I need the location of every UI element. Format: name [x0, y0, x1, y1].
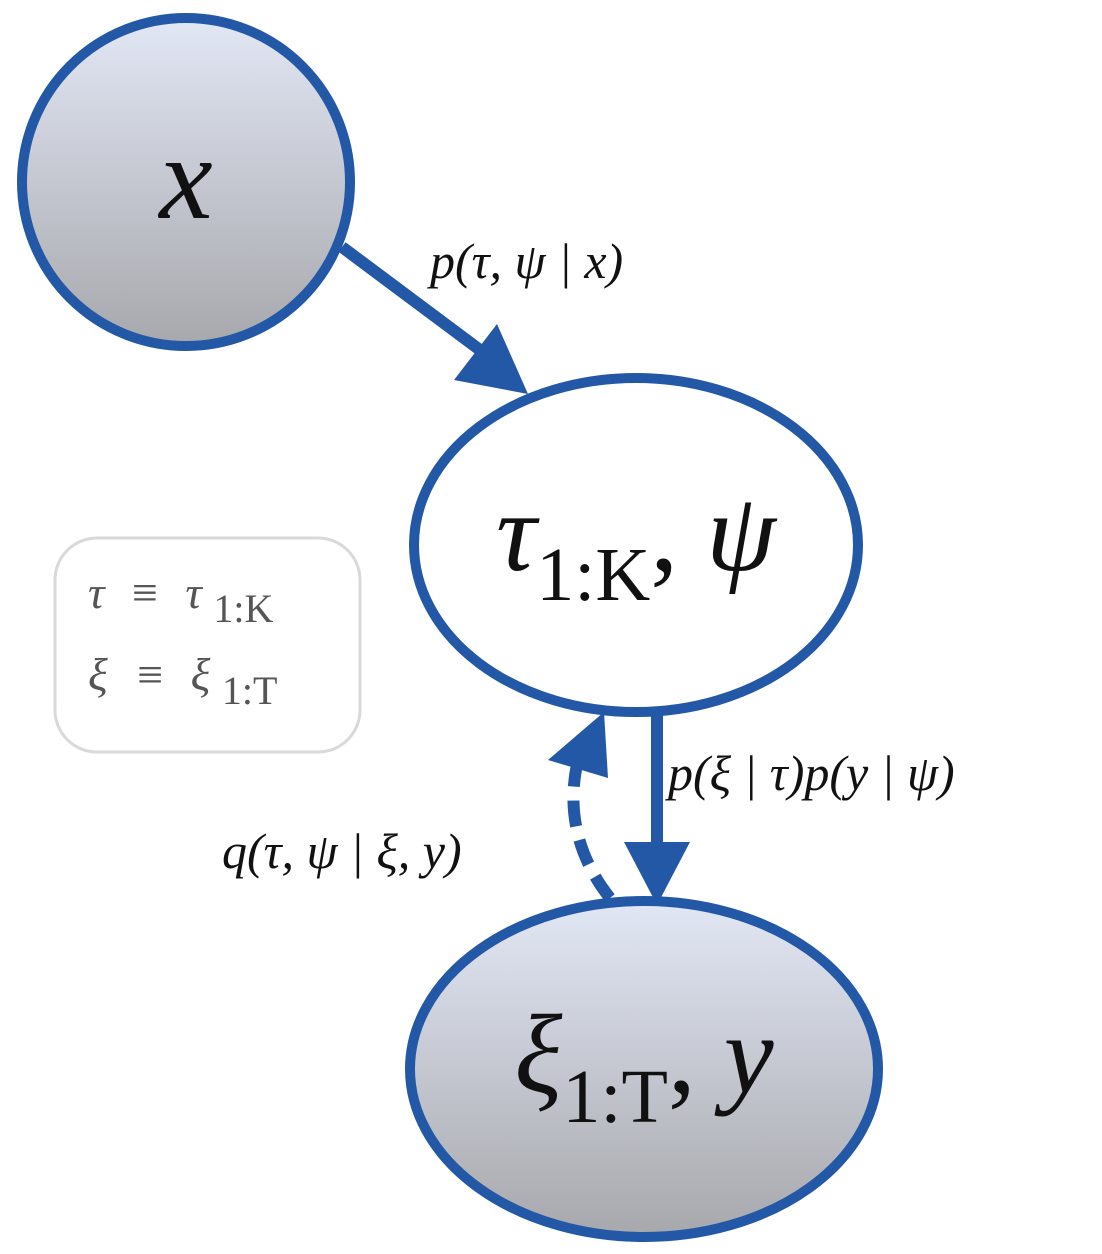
- edge-inference: q(τ, ψ | ξ, y): [222, 712, 615, 902]
- edge-likelihood: p(ξ | τ)p(y | ψ): [624, 714, 955, 905]
- node-x-circle: [17, 13, 355, 351]
- node-data-ellipse: [405, 896, 883, 1242]
- edge-inference-label: q(τ, ψ | ξ, y): [222, 823, 462, 879]
- edge-inference-arrowhead: [548, 712, 608, 778]
- legend-border: [53, 536, 362, 754]
- node-latent-ellipse: [409, 373, 863, 717]
- edge-prior: p(τ, ψ | x): [338, 233, 623, 394]
- edge-prior-line: [338, 242, 484, 355]
- edge-likelihood-label: p(ξ | τ)p(y | ψ): [665, 745, 955, 801]
- node-x-label: x: [157, 111, 212, 244]
- legend-row-xi: ξ ≡ ξ 1:T: [88, 649, 277, 713]
- node-x: x: [17, 13, 355, 351]
- edge-inference-line: [567, 758, 615, 902]
- node-data: ξ1:T, y: [405, 896, 883, 1242]
- edge-likelihood-arrowhead: [624, 842, 690, 905]
- legend-box: τ ≡ τ 1:K ξ ≡ ξ 1:T: [53, 536, 362, 754]
- edge-prior-arrowhead: [454, 324, 528, 394]
- legend-row-tau: τ ≡ τ 1:K: [88, 567, 274, 631]
- node-latent: τ1:K, ψ: [409, 373, 863, 717]
- edge-prior-label: p(τ, ψ | x): [427, 233, 623, 289]
- node-data-label: ξ1:T, y: [514, 993, 774, 1139]
- node-latent-label: τ1:K, ψ: [496, 471, 778, 617]
